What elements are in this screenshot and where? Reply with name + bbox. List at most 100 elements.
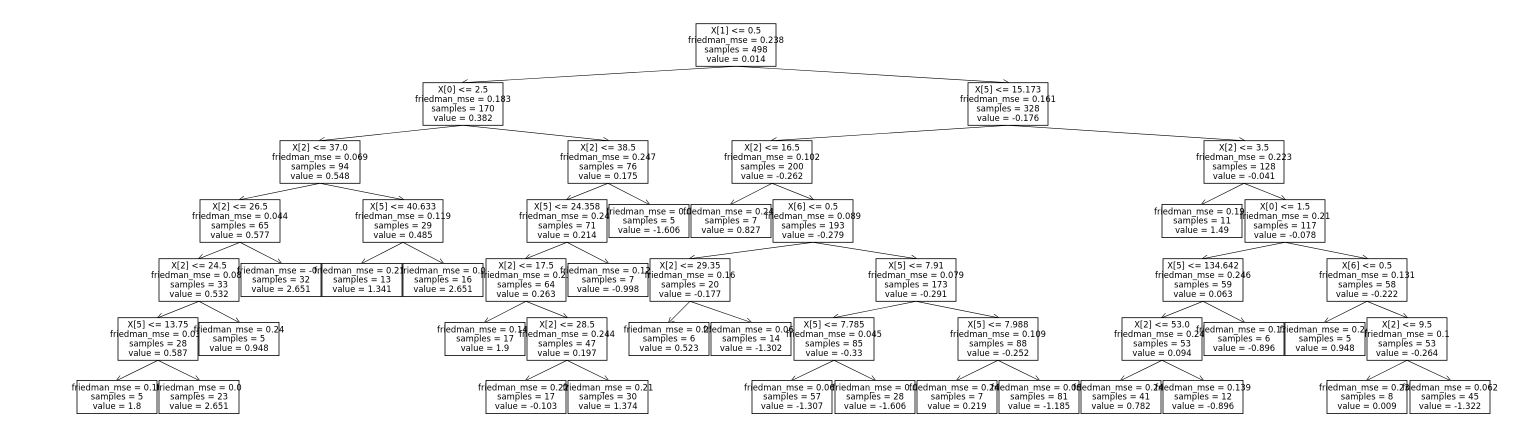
tree-edge (158, 301, 200, 317)
tree-node-line: samples = 5 (91, 392, 143, 402)
tree-edge (957, 360, 999, 380)
tree-node-box (1284, 321, 1366, 356)
tree-node-line: value = -0.262 (741, 171, 803, 181)
tree-edge (239, 242, 281, 263)
tree-node-line: friedman_mse = 0.25 (624, 324, 715, 334)
tree-node-line: friedman_mse = 0.0 (400, 265, 485, 275)
tree-node-box (1203, 321, 1285, 356)
tree-node-box (875, 258, 957, 302)
tree-edge (526, 242, 568, 258)
tree-node-line: friedman_mse = 0.247 (560, 152, 656, 162)
tree-node-box (957, 317, 1039, 361)
tree-node-line: samples = 85 (805, 338, 863, 348)
tree-edge (320, 125, 464, 140)
tree-node-line: samples = 45 (1421, 392, 1479, 402)
tree-node-line: friedman_mse = 0.069 (272, 152, 368, 162)
tree-node-box (158, 379, 240, 414)
tree-node-line: friedman_mse = 0.065 (744, 382, 840, 392)
tree-node-line: X[5] <= 7.988 (968, 320, 1029, 330)
tree-node-line: friedman_mse = 0.21 (563, 382, 654, 392)
tree-node-line: X[2] <= 9.5 (1382, 320, 1432, 330)
tree-node-line: value = 0.948 (1295, 343, 1354, 353)
tree-edge (1366, 301, 1407, 317)
tree-node-line: value = -0.33 (806, 348, 863, 358)
tree-edge (1367, 360, 1408, 380)
tree-node-box (751, 379, 833, 414)
tree-edge (362, 242, 404, 263)
tree-node-line: samples = 170 (431, 103, 494, 113)
tree-edge (463, 66, 737, 82)
tree-edge (607, 183, 649, 204)
tree-node-line: friedman_mse = 0.245 (683, 206, 779, 216)
tree-node-line: friedman_mse = 0.045 (786, 329, 882, 339)
tree-node-box (567, 262, 649, 297)
tree-node-box (199, 199, 281, 243)
tree-node-line: value = -1.185 (1008, 401, 1070, 411)
tree-node-line: friedman_mse = 0.102 (724, 152, 820, 162)
tree-node-box (1366, 317, 1448, 361)
tree-node-line: friedman_mse = 0.234 (1319, 382, 1415, 392)
tree-node-line: X[2] <= 28.5 (539, 320, 595, 330)
tree-node-line: samples = 81 (1010, 392, 1068, 402)
tree-node-line: value = -0.896 (1213, 343, 1275, 353)
tree-node-line: value = 0.014 (706, 54, 765, 64)
tree-node-line: friedman_mse = 0.242 (519, 211, 615, 221)
tree-node-line: samples = 5 (213, 334, 265, 344)
tree-node-line: friedman_mse = 0.145 (437, 324, 533, 334)
tree-node-box (444, 321, 526, 356)
tree-node-line: samples = 28 (846, 392, 904, 402)
tree-edge (1406, 360, 1450, 380)
tree-node-line: value = -0.222 (1336, 289, 1398, 299)
tree-edge (485, 301, 527, 322)
tree-node-line: samples = 328 (976, 103, 1039, 113)
tree-node-line: friedman_mse = 0.062 (1402, 382, 1498, 392)
tree-node-line: value = 0.485 (373, 230, 432, 240)
tree-node-box (1161, 203, 1243, 238)
tree-node-box (321, 262, 403, 297)
tree-node-line: value = 0.548 (290, 171, 349, 181)
tree-node-line: X[2] <= 37.0 (292, 143, 348, 153)
tree-node-line: value = -0.103 (495, 401, 557, 411)
tree-edge (525, 301, 567, 317)
tree-node-box (117, 317, 199, 361)
tree-node-line: friedman_mse = 0.183 (415, 94, 511, 104)
tree-edge (689, 301, 751, 322)
tree-node-line: friedman_mse = 0.246 (1155, 270, 1251, 280)
tree-node-box (362, 199, 444, 243)
tree-node-box (834, 379, 916, 414)
tree-node-box (1326, 258, 1408, 302)
tree-node-line: value = 2.651 (169, 401, 228, 411)
tree-edge (1202, 183, 1245, 204)
tree-node-box (567, 379, 649, 414)
tree-node-line: value = 0.009 (1337, 401, 1396, 411)
tree-node-line: friedman_mse = 0.0 (156, 382, 241, 392)
tree-node-line: samples = 6 (1218, 334, 1270, 344)
tree-node-line: value = 0.382 (433, 113, 492, 123)
tree-node-line: value = -1.322 (1419, 401, 1481, 411)
tree-node-line: friedman_mse = 0.24 (194, 324, 285, 334)
tree-node-line: X[5] <= 15.173 (975, 85, 1041, 95)
tree-node-box (628, 321, 710, 356)
tree-node-box (710, 321, 792, 356)
tree-node-line: friedman_mse = 0.24 (1280, 324, 1371, 334)
tree-node-line: samples = 53 (1378, 338, 1436, 348)
tree-node-box (1203, 140, 1285, 184)
tree-node-line: friedman_mse = 0.089 (991, 382, 1087, 392)
tree-node-line: friedman_mse = 0.161 (960, 94, 1056, 104)
tree-node-line: value = -0.177 (659, 289, 721, 299)
tree-node-line: samples = 47 (538, 338, 596, 348)
